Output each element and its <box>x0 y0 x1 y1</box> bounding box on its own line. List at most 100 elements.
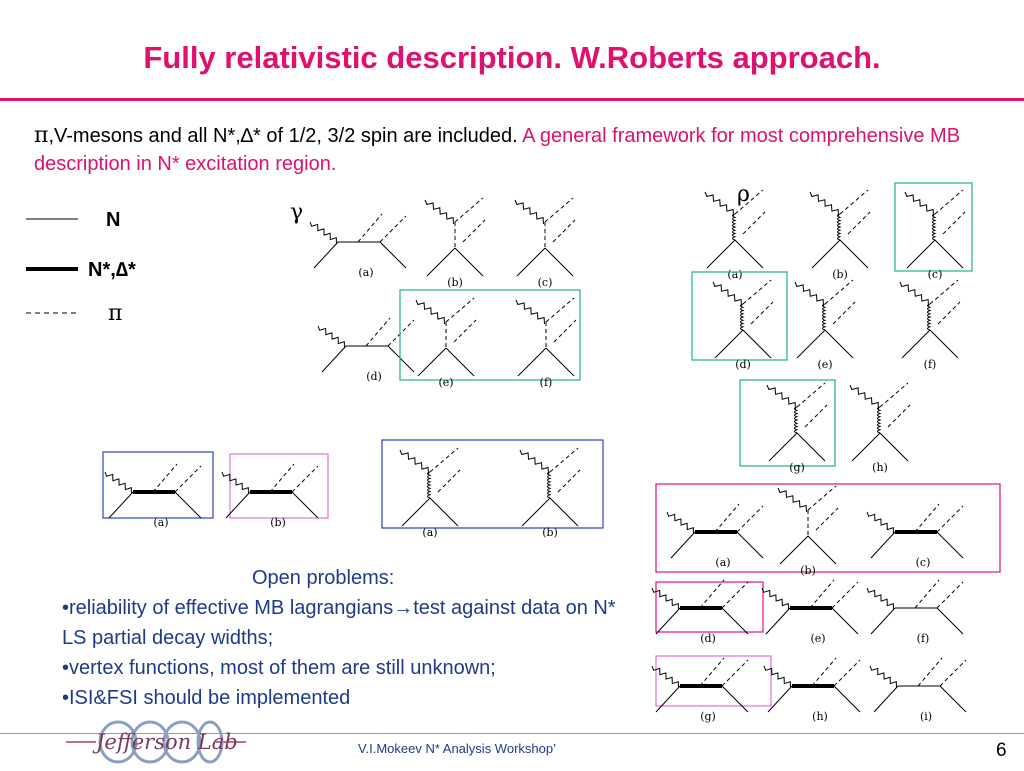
diagram-label: (e) <box>438 376 453 389</box>
diagram-label: (h) <box>812 710 828 723</box>
photon-line <box>809 191 839 217</box>
rho-meson-line <box>932 213 937 241</box>
pion-line <box>809 579 835 609</box>
pion-line <box>742 279 772 305</box>
pion-line <box>917 657 943 687</box>
pion-line <box>721 581 749 609</box>
propagator-line <box>736 531 764 559</box>
pion-line <box>847 211 871 235</box>
propagator-line <box>655 607 681 635</box>
diagram-label: (b) <box>270 516 286 529</box>
diagram-label: (g) <box>700 710 716 723</box>
photon-line <box>712 281 742 307</box>
photon-line <box>317 325 345 349</box>
pion-line <box>936 505 964 533</box>
propagator-line <box>901 329 931 359</box>
diagram-label: (a) <box>358 266 373 279</box>
pion-line <box>811 657 837 687</box>
photon-line <box>904 191 934 217</box>
propagator-line <box>839 239 869 269</box>
diagram-label: (a) <box>727 268 742 281</box>
propagator-line <box>108 491 134 519</box>
footer-presenter: V.I.Mokeev N* Analysis Workshop’ <box>358 741 556 756</box>
pion-line <box>544 197 574 223</box>
photon-line <box>221 471 249 495</box>
open-problem-item: •ISI&FSI should be implemented <box>62 687 351 709</box>
logo-text: Jefferson Lab <box>92 730 238 754</box>
propagator-line <box>879 432 909 462</box>
propagator-line <box>321 345 347 373</box>
diagram-box <box>655 655 772 707</box>
propagator-line <box>721 685 749 713</box>
pion-line <box>714 503 740 533</box>
pion-line <box>736 505 764 533</box>
propagator-line <box>824 329 854 359</box>
photon-line <box>651 587 679 611</box>
rho-meson-line <box>794 406 799 434</box>
photon-line <box>415 299 445 325</box>
diagram-box <box>691 271 788 361</box>
diagram-label: (a) <box>153 516 168 529</box>
pion-line <box>807 485 837 511</box>
diagram-label: (b) <box>542 526 558 539</box>
propagator-line <box>796 432 826 462</box>
pion-line <box>387 319 415 347</box>
pion-line <box>291 465 319 493</box>
pion-line <box>824 279 854 305</box>
diagram-label: (b) <box>832 268 848 281</box>
propagator-line <box>906 239 936 269</box>
propagator-line <box>796 329 826 359</box>
legend-label-n: N <box>106 209 121 231</box>
photon-line <box>761 587 789 611</box>
propagator-line <box>734 239 764 269</box>
diagram-box <box>381 439 604 529</box>
pi-symbol: π <box>34 123 49 148</box>
propagator-line <box>379 241 407 269</box>
propagator-line <box>765 607 791 635</box>
intro-text: π,V-mesons and all N*,∆* of 1/2, 3/2 spi… <box>34 122 994 178</box>
photon-line <box>794 281 824 307</box>
photon-line <box>651 665 679 689</box>
diagram-label: (d) <box>366 370 382 383</box>
propagator-line <box>655 685 681 713</box>
propagator-line <box>779 535 809 565</box>
gamma-label: γ <box>290 200 304 225</box>
propagator-line <box>768 432 798 462</box>
pion-line <box>379 215 407 243</box>
diagram-label: (i) <box>920 710 932 723</box>
propagator-line <box>401 497 431 527</box>
rho-meson-line <box>740 303 745 331</box>
diagram-label: (c) <box>928 268 943 281</box>
rho-meson-line <box>837 213 842 241</box>
rho-label: ρ <box>737 182 750 207</box>
propagator-line <box>851 432 881 462</box>
pion-line <box>815 507 839 531</box>
open-problems: Open problems: •reliability of effective… <box>62 563 622 713</box>
pion-line <box>357 213 383 243</box>
jefferson-lab-logo: Jefferson Lab <box>66 718 246 766</box>
photon-line <box>519 449 549 475</box>
propagator-line <box>291 491 319 519</box>
intro-pink-part: A general framework for most comprehensi… <box>34 125 961 175</box>
propagator-line <box>873 685 899 713</box>
propagator-line <box>870 531 896 559</box>
diagram-label: (a) <box>715 556 730 569</box>
diagram-box <box>229 453 329 519</box>
legend-label-pi: π <box>108 301 123 326</box>
open-problem-item: •reliability of effective MB lagrangians… <box>62 597 616 649</box>
propagator-line <box>706 239 736 269</box>
legend-lines <box>26 218 78 314</box>
propagator-line <box>833 685 861 713</box>
propagator-line <box>516 247 546 277</box>
open-problem-item: •vertex functions, most of them are stil… <box>62 657 496 679</box>
photon-line <box>777 487 807 513</box>
pion-line <box>937 301 961 325</box>
pion-line <box>549 447 579 473</box>
photon-line <box>899 281 929 307</box>
legend: N N*,∆* π <box>22 205 162 326</box>
pion-line <box>699 657 725 687</box>
propagator-line <box>934 239 964 269</box>
diagram-label: (b) <box>447 276 463 289</box>
pion-line <box>796 382 826 408</box>
